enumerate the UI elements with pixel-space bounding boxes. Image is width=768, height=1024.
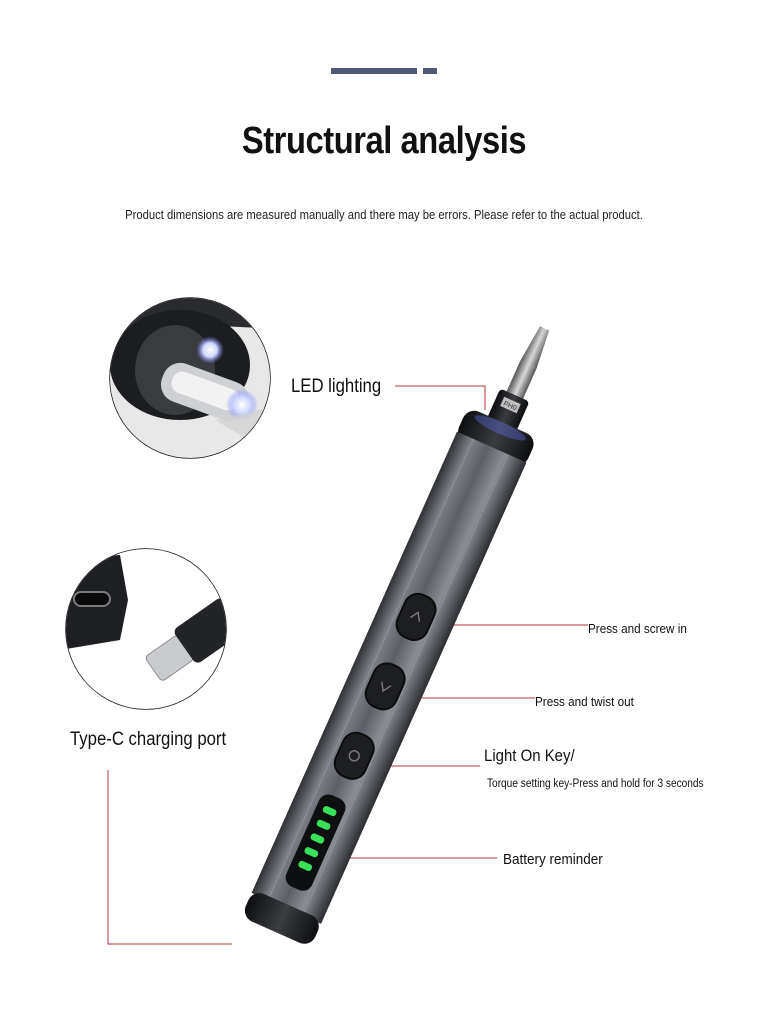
callout-torque-setting: Torque setting key-Press and hold for 3 … [487, 778, 704, 790]
callout-press-screw-in: Press and screw in [588, 621, 687, 636]
twist-out-button [364, 662, 406, 711]
callout-press-twist-out: Press and twist out [535, 694, 634, 709]
screwdriver: PH0 [244, 326, 550, 944]
callout-battery-reminder: Battery reminder [503, 851, 603, 868]
decorative-bar-long [331, 68, 417, 74]
screw-in-button [395, 592, 437, 642]
battery-indicator [285, 794, 346, 891]
page-subtitle: Product dimensions are measured manually… [125, 208, 643, 222]
callout-light-on-key: Light On Key/ [484, 746, 575, 765]
page-title: Structural analysis [241, 120, 527, 162]
callout-led-lighting: LED lighting [291, 376, 382, 397]
bit-marking: PH0 [502, 400, 517, 412]
led-detail-circle [109, 297, 271, 459]
typec-detail-circle [65, 548, 227, 710]
callout-typec-port: Type-C charging port [70, 729, 227, 750]
decorative-bar-short [423, 68, 437, 74]
light-torque-button [333, 731, 375, 780]
